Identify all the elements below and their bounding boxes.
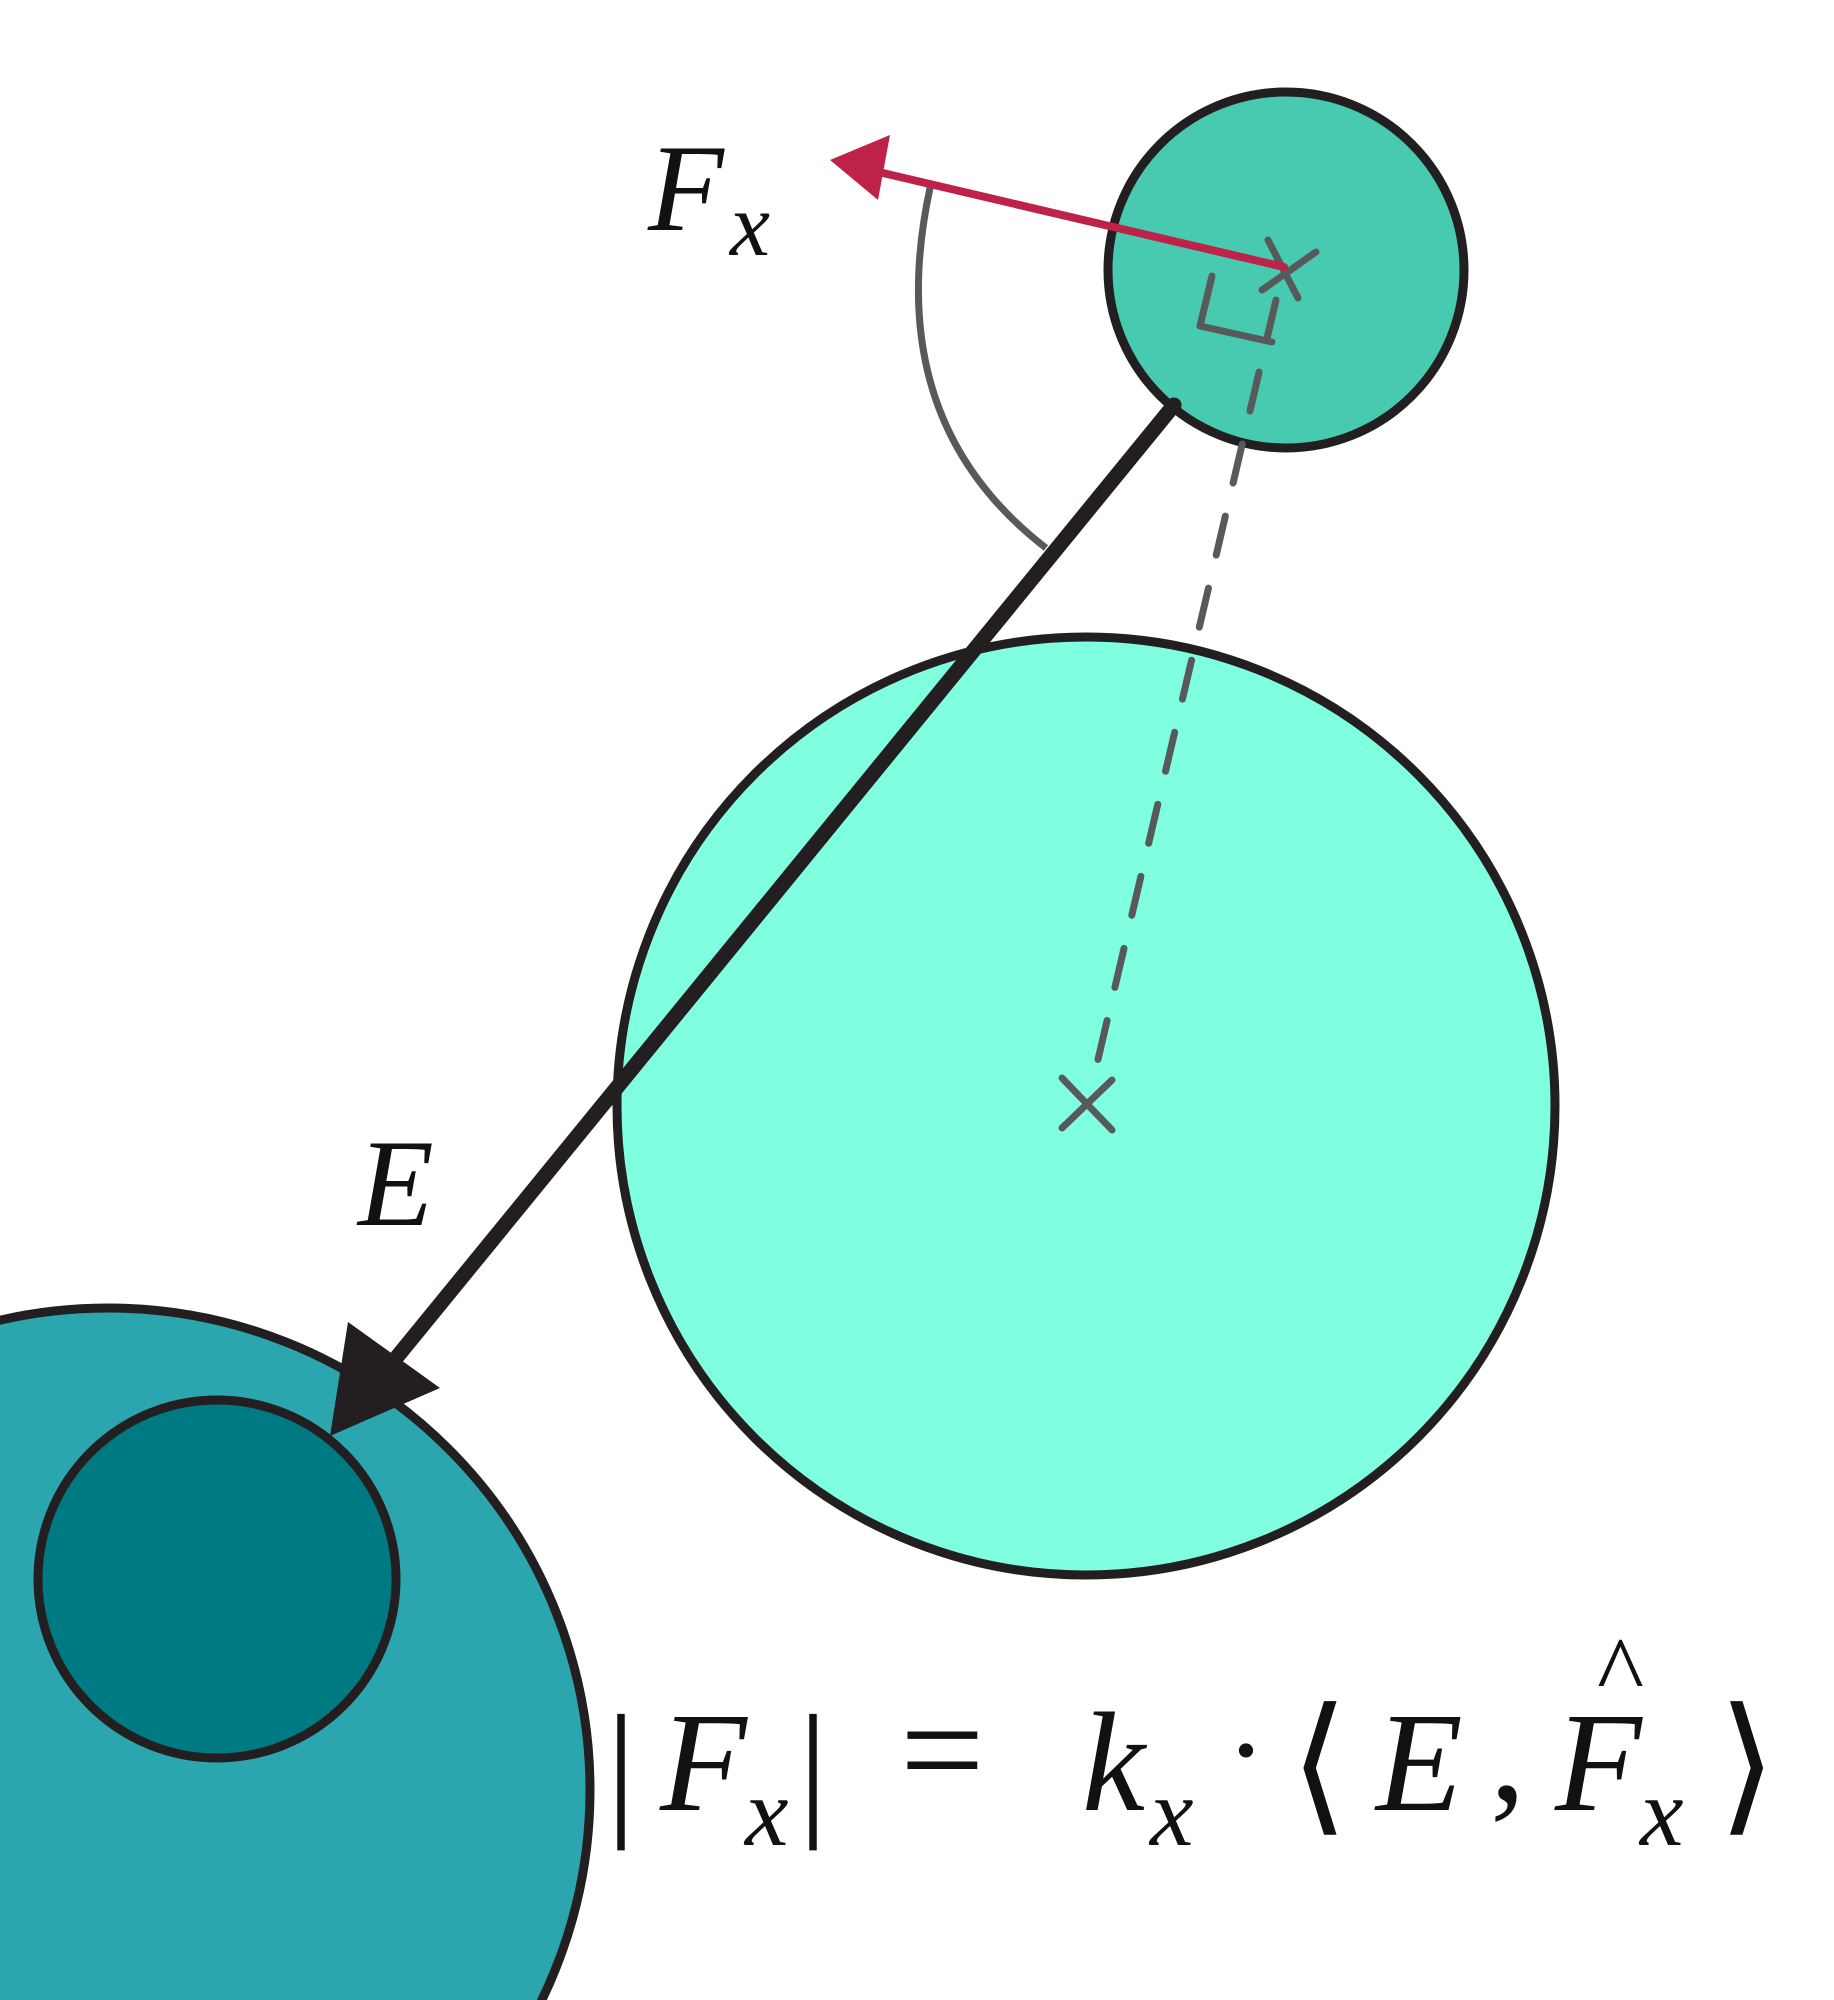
field-arrow: [330, 397, 1182, 1436]
field-label: E: [356, 1115, 434, 1252]
svg-text:⟩: ⟩: [1718, 1682, 1777, 1848]
svg-text:·: ·: [1226, 1683, 1266, 1816]
svg-text:=: =: [900, 1667, 985, 1833]
force-arrow: [830, 135, 1288, 271]
svg-text:k: k: [1082, 1683, 1148, 1841]
svg-text:,: ,: [1490, 1673, 1526, 1831]
center-dashed-line: [1088, 296, 1280, 1089]
svg-text:E: E: [1374, 1683, 1463, 1841]
angle-arc: [914, 187, 1049, 551]
force-label-subscript: x: [728, 176, 770, 275]
svg-text:F: F: [659, 1683, 748, 1841]
middle-center-cross-icon: [1058, 1074, 1116, 1134]
svg-text:F: F: [1554, 1683, 1643, 1841]
svg-text:x: x: [743, 1759, 789, 1867]
formula: | F x | = k x · ⟨ E , F ^ x ⟩: [606, 1616, 1777, 1867]
svg-text:|: |: [606, 1685, 636, 1851]
right-angle-marker: [1196, 272, 1276, 346]
inner-circle: [33, 1395, 401, 1763]
svg-text:⟨: ⟨: [1290, 1682, 1349, 1848]
svg-text:^: ^: [1597, 1616, 1644, 1727]
force-label: F: [647, 120, 725, 257]
svg-text:x: x: [1148, 1759, 1194, 1867]
svg-text:x: x: [1638, 1759, 1684, 1867]
svg-text:|: |: [798, 1685, 828, 1851]
